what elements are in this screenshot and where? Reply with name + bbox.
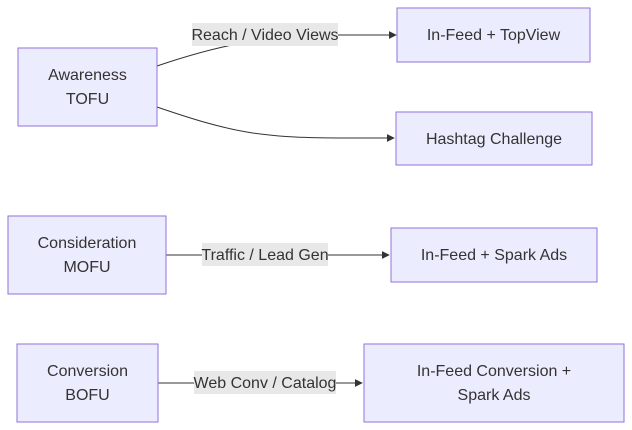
- edge-label-webconv: Web Conv / Catalog: [194, 371, 337, 394]
- node-conversion: Conversion BOFU: [16, 343, 159, 423]
- edge-awareness-to-hashtag: [156, 106, 395, 142]
- node-infeed-conversion: In-Feed Conversion + Spark Ads: [363, 343, 625, 423]
- node-consideration-line1: Consideration: [38, 235, 137, 252]
- node-hashtag-line1: Hashtag Challenge: [426, 131, 562, 148]
- node-infeed-spark: In-Feed + Spark Ads: [390, 227, 598, 283]
- node-consideration-line2: MOFU: [63, 259, 110, 276]
- edge-label-reach-text: Reach / Video Views: [191, 27, 338, 44]
- edge-label-reach: Reach / Video Views: [191, 23, 339, 46]
- edge-label-webconv-text: Web Conv / Catalog: [194, 375, 337, 392]
- node-infeed-topview: In-Feed + TopView: [396, 7, 591, 63]
- node-infeed-topview-line1: In-Feed + TopView: [427, 27, 561, 44]
- node-infeed-conversion-line1: In-Feed Conversion +: [417, 363, 571, 380]
- node-awareness-line2: TOFU: [66, 91, 109, 108]
- edge-label-traffic: Traffic / Lead Gen: [201, 243, 329, 266]
- node-infeed-spark-line1: In-Feed + Spark Ads: [421, 247, 567, 264]
- node-awareness: Awareness TOFU: [17, 47, 158, 127]
- node-awareness-line1: Awareness: [48, 67, 127, 84]
- node-conversion-line2: BOFU: [65, 387, 109, 404]
- node-consideration: Consideration MOFU: [7, 215, 167, 295]
- node-hashtag-challenge: Hashtag Challenge: [395, 111, 593, 166]
- edge-label-traffic-text: Traffic / Lead Gen: [201, 247, 328, 264]
- node-conversion-line1: Conversion: [47, 363, 128, 380]
- node-infeed-conversion-line2: Spark Ads: [458, 387, 531, 404]
